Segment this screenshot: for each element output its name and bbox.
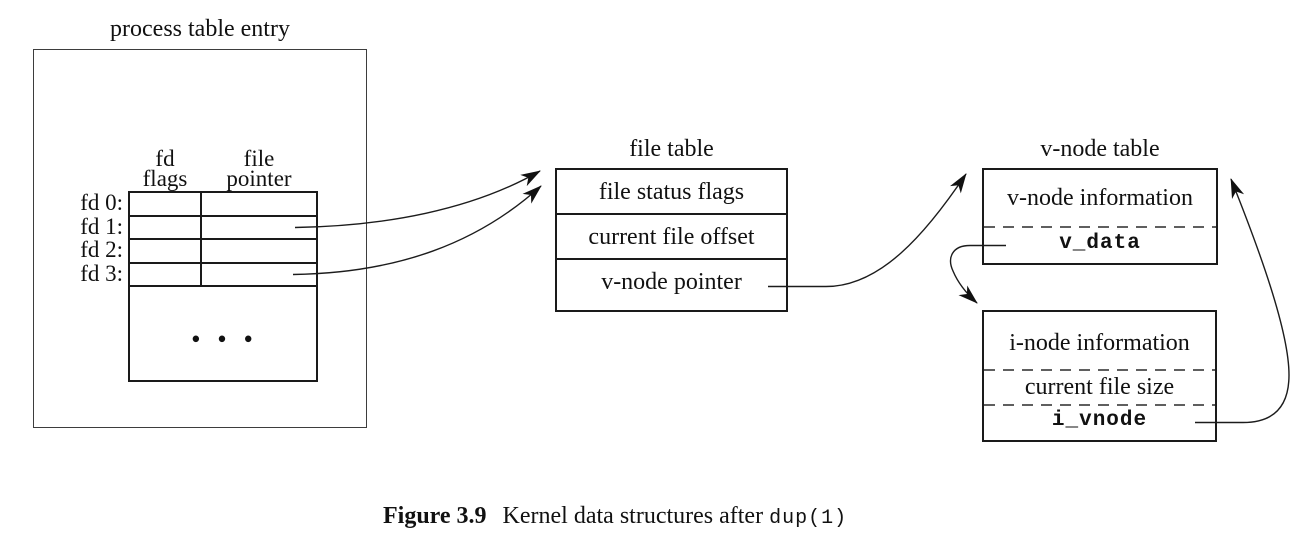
- vnode-pointer-cell: v-node pointer: [601, 269, 742, 295]
- file-table-title: file table: [629, 136, 714, 162]
- fd-flags-header-line1: fd: [155, 146, 175, 171]
- fd-table-ellipsis: • • •: [191, 324, 255, 354]
- vnode-information-cell: v-node information: [1007, 185, 1193, 211]
- inode-information-cell: i-node information: [1009, 330, 1190, 356]
- fd-1-row: [130, 217, 316, 240]
- vnode-pointer-to-vnode-table-arrow: [768, 173, 967, 288]
- fd-1-label: fd 1:: [80, 213, 123, 239]
- figure-caption-text: Kernel data structures after: [502, 503, 764, 529]
- fd-table-column-divider: [200, 193, 202, 285]
- figure-number: Figure 3.9: [383, 503, 487, 529]
- fd-0-label: fd 0:: [80, 190, 123, 215]
- current-file-offset-cell: current file offset: [557, 215, 786, 260]
- file-pointer-header-line1: file: [243, 146, 275, 171]
- fd-3-row: [130, 264, 316, 287]
- file-pointer-column-header: file pointer: [200, 137, 318, 191]
- file-status-flags-cell: file status flags: [557, 170, 786, 215]
- file-pointer-header-line2: pointer: [226, 166, 292, 191]
- fd-flags-header-line2: flags: [142, 166, 188, 191]
- i-vnode-cell: i_vnode: [1051, 409, 1148, 432]
- fd-table: [128, 191, 318, 382]
- figure-caption-code: dup(1): [769, 507, 848, 530]
- vnode-table-box: v-node information v_data: [982, 168, 1218, 265]
- v-data-cell: v_data: [1059, 232, 1141, 255]
- file-table-box: file status flags current file offset v-…: [555, 168, 788, 312]
- fd-flags-column-header: fd flags: [128, 137, 202, 191]
- fd-0-row: [130, 193, 316, 217]
- inode-box: i-node information current file size i_v…: [982, 310, 1217, 442]
- fd-2-label: fd 2:: [80, 237, 123, 262]
- vnode-table-title: v-node table: [1040, 136, 1160, 162]
- current-file-size-cell: current file size: [1024, 374, 1175, 400]
- fd-2-row: [130, 240, 316, 264]
- fd-3-label: fd 3:: [80, 260, 123, 286]
- process-table-title: process table entry: [110, 16, 290, 42]
